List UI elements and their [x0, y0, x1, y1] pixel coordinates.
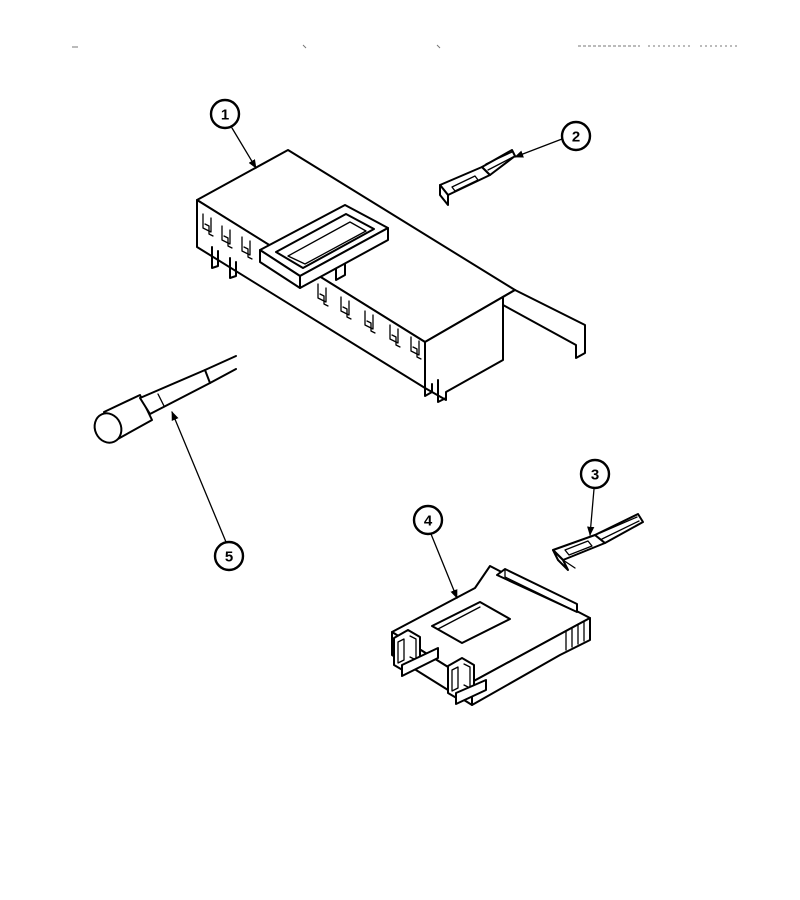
callout-3: 3: [579, 458, 611, 490]
leader-3: [587, 488, 595, 536]
slot-row-left: [202, 213, 253, 260]
header-scan-marks: [72, 44, 740, 49]
part-3-terminal-clip: [552, 513, 644, 571]
callout-4: 4: [412, 504, 444, 536]
leader-4: [430, 533, 458, 599]
callout-3-label: 3: [591, 467, 599, 484]
leader-5: [171, 411, 227, 543]
callout-2-label: 2: [572, 129, 580, 146]
callout-2: 2: [560, 120, 592, 152]
slot-row-right: [317, 283, 422, 360]
part-4-connector-housing: [391, 565, 591, 706]
callout-1: 1: [209, 98, 241, 130]
leader-1: [231, 127, 257, 169]
callout-5-label: 5: [225, 549, 233, 566]
part-5-sensor-probe: [93, 355, 237, 444]
callout-5: 5: [213, 540, 245, 572]
leader-lines: [171, 127, 595, 599]
callout-1-label: 1: [221, 107, 229, 124]
leader-2: [514, 138, 563, 158]
callout-4-label: 4: [424, 513, 433, 530]
part-2-terminal-clip: [439, 149, 516, 206]
part-1-terminal-block: [196, 149, 586, 403]
top-window-frame: [259, 204, 389, 289]
